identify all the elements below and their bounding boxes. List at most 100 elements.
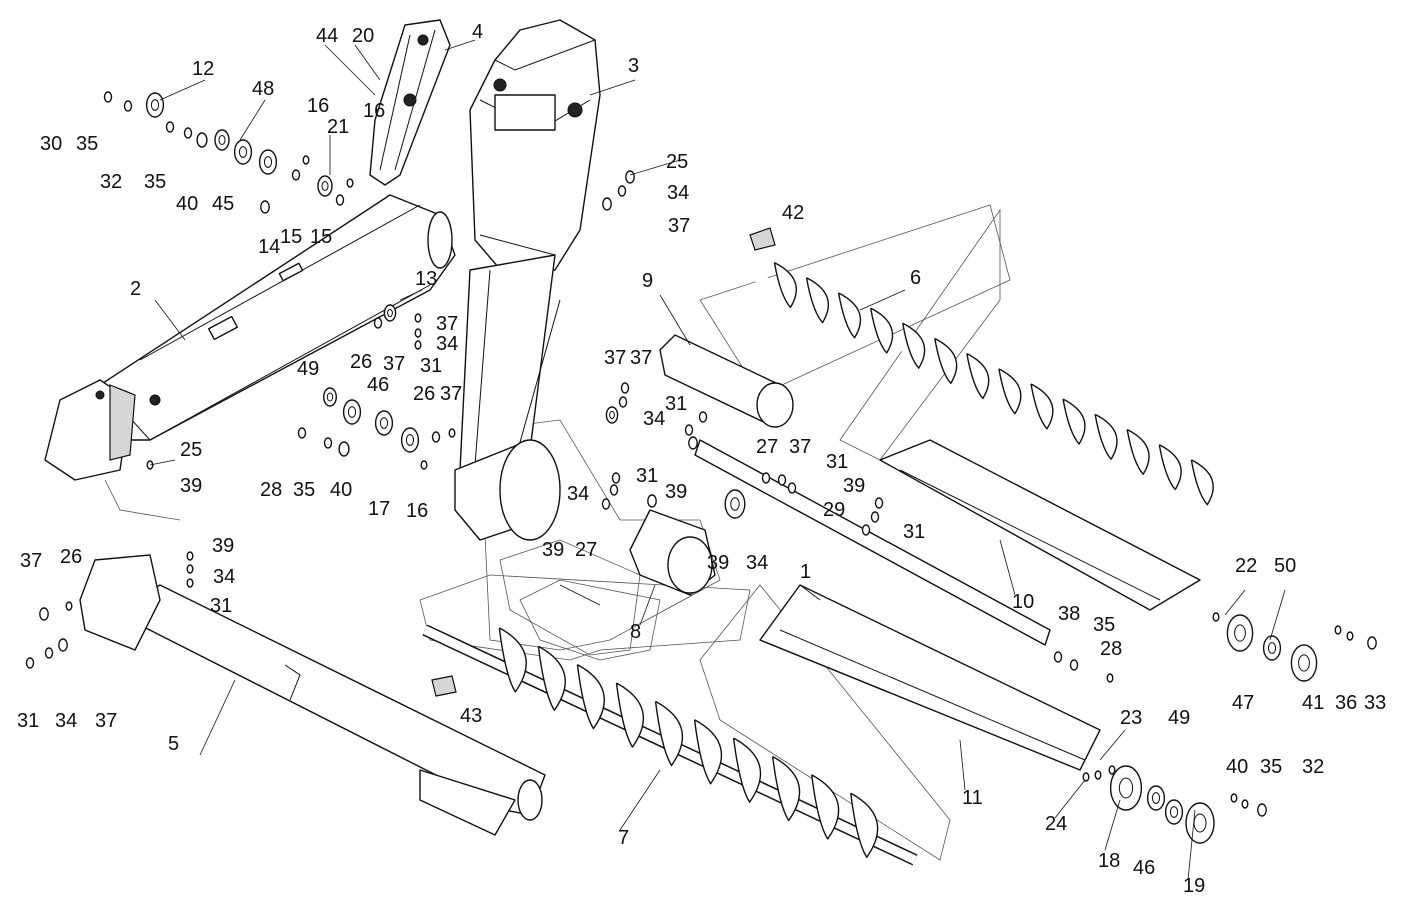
hardware-part <box>431 431 441 443</box>
hardware-part <box>58 638 68 652</box>
hardware-bore <box>1151 792 1161 804</box>
callout-c39e: 39 <box>542 539 564 561</box>
hardware-part <box>1212 612 1220 622</box>
callout-c39b: 39 <box>180 475 202 497</box>
hardware-bore <box>150 99 160 111</box>
auger-flight <box>576 664 606 730</box>
hardware-part <box>1346 631 1354 641</box>
leader-line <box>1269 589 1286 641</box>
leader-line <box>399 289 423 301</box>
hardware-part <box>605 406 619 424</box>
auger-flight <box>1030 383 1054 430</box>
hardware-part <box>1108 765 1116 775</box>
leader-line <box>639 584 656 626</box>
drive-arm <box>369 19 451 186</box>
hardware-part <box>1106 673 1114 683</box>
callout-c37d: 37 <box>440 383 462 405</box>
leader-line <box>999 539 1016 596</box>
hardware-part <box>874 497 884 509</box>
hardware-part <box>260 200 270 214</box>
hardware-part <box>323 387 338 407</box>
callout-c27a: 27 <box>756 436 778 458</box>
callout-c44: 44 <box>316 25 338 47</box>
leader-line <box>1187 809 1196 881</box>
callout-c31f: 31 <box>210 595 232 617</box>
callout-c26a: 26 <box>350 351 372 373</box>
callout-c31g: 31 <box>17 710 39 732</box>
callout-c34g: 34 <box>55 710 77 732</box>
hardware-part <box>1053 651 1063 663</box>
trough-rails <box>694 439 1201 771</box>
hardware-part <box>342 399 362 425</box>
long-shaft-tube <box>79 554 546 836</box>
hardware-bore <box>379 417 389 429</box>
auger-flight <box>732 737 762 803</box>
hardware-part <box>414 328 422 338</box>
callout-c34f: 34 <box>213 566 235 588</box>
callout-c34b: 34 <box>436 333 458 355</box>
hardware-part <box>684 424 694 436</box>
hardware-bore <box>730 497 740 511</box>
leader-line <box>859 289 906 311</box>
hardware-part <box>214 129 230 151</box>
callout-c20: 20 <box>352 25 374 47</box>
callout-c35c: 35 <box>293 479 315 501</box>
hardware-part <box>103 91 113 103</box>
hardware-part <box>323 437 333 449</box>
hardware-part <box>1164 799 1184 825</box>
callout-c39c: 39 <box>665 481 687 503</box>
callout-c4: 4 <box>472 21 483 43</box>
callout-c16b: 16 <box>363 100 385 122</box>
hardware-part <box>777 474 787 486</box>
leader-line <box>1054 779 1086 819</box>
leader-line <box>154 299 186 341</box>
auger-flight <box>966 353 990 400</box>
hardware-part <box>65 601 73 611</box>
hardware-bore <box>387 308 393 318</box>
hardware-bore <box>218 135 226 145</box>
hardware-part <box>1146 785 1166 811</box>
hardware-part <box>1241 799 1249 809</box>
hardware-part <box>420 460 428 470</box>
callout-c14: 14 <box>258 236 280 258</box>
hardware-bore <box>405 434 415 446</box>
hardware-part <box>688 436 698 450</box>
hardware-bore <box>1169 806 1179 818</box>
callout-c13: 13 <box>415 268 437 290</box>
leader-line <box>1099 729 1126 761</box>
callout-c42: 42 <box>782 202 804 224</box>
auger-flight <box>811 774 840 840</box>
hardware-part <box>165 121 175 133</box>
callout-c40c: 40 <box>1226 756 1248 778</box>
hardware-part <box>787 482 797 494</box>
hardware-bore <box>1298 654 1310 672</box>
callout-c16a: 16 <box>307 95 329 117</box>
hardware-part <box>374 410 394 436</box>
cylinder-covers <box>629 334 794 596</box>
hardware-part <box>335 194 345 206</box>
leader-line <box>629 159 681 176</box>
callout-c43: 43 <box>460 705 482 727</box>
hardware-part <box>620 382 630 394</box>
callout-c34c: 34 <box>643 408 665 430</box>
callout-c28a: 28 <box>260 479 282 501</box>
callout-c18: 18 <box>1098 850 1120 872</box>
callout-c10: 10 <box>1012 591 1034 613</box>
callout-c1: 1 <box>800 561 811 583</box>
callout-c27b: 27 <box>575 539 597 561</box>
callout-c11: 11 <box>962 787 983 809</box>
callout-c22: 22 <box>1235 555 1257 577</box>
hardware-bore <box>326 392 334 402</box>
hardware-bore <box>1234 624 1246 642</box>
auger-flight <box>773 261 797 309</box>
hardware-part <box>1109 765 1143 811</box>
callout-c46a: 46 <box>367 374 389 396</box>
leader-line <box>799 584 821 601</box>
hardware-part <box>186 564 194 574</box>
callout-c35d: 35 <box>1093 614 1115 636</box>
callout-c45: 45 <box>212 193 234 215</box>
callout-c15a: 15 <box>280 226 302 248</box>
assembly-guide-lines <box>104 204 1011 861</box>
hardware-part <box>25 657 35 669</box>
hardware-part <box>625 170 635 184</box>
